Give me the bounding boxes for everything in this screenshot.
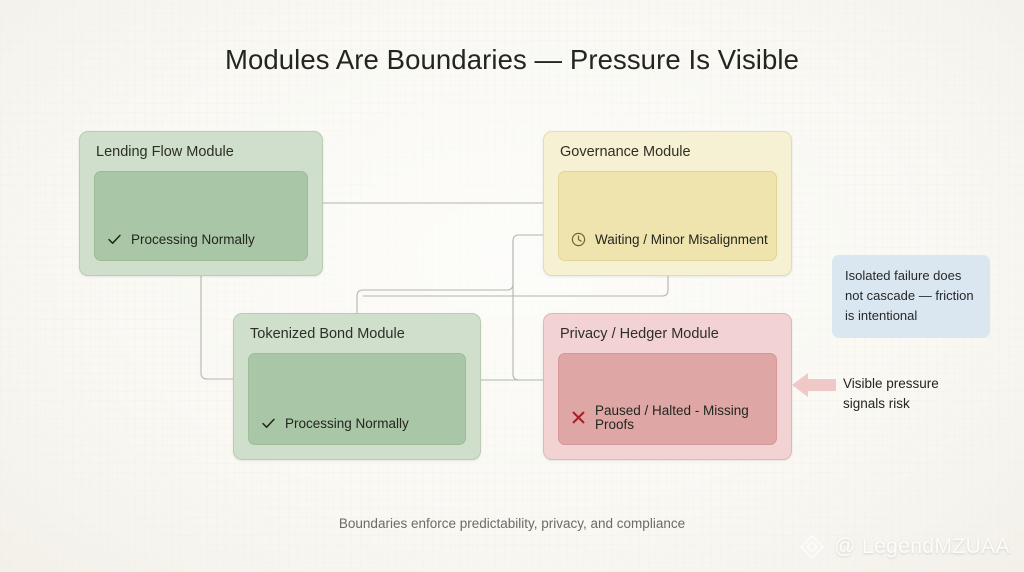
wire-bond-governance [356, 234, 544, 314]
check-icon [107, 232, 122, 247]
footer-caption: Boundaries enforce predictability, priva… [338, 516, 686, 531]
status-badge: Processing Normally [107, 232, 255, 247]
diamond-logo-icon [799, 534, 825, 560]
annotation-visible-pressure: Visible pressure signals risk [843, 376, 939, 411]
module-panel: Paused / Halted - Missing Proofs [558, 352, 777, 445]
module-title: Governance Module [560, 144, 691, 160]
cross-icon [571, 410, 586, 425]
status-label: Processing Normally [285, 415, 409, 431]
check-icon [261, 416, 276, 431]
status-badge: Paused / Halted - Missing Proofs [571, 404, 776, 431]
wire-governance-down [362, 275, 669, 297]
module-panel: Processing Normally [248, 352, 466, 445]
module-title: Lending Flow Module [96, 144, 234, 160]
module-governance[interactable]: Governance Module Waiting / Minor Misali… [543, 131, 792, 276]
status-badge: Processing Normally [261, 416, 409, 431]
clock-icon [571, 232, 586, 247]
module-title: Tokenized Bond Module [250, 326, 405, 342]
wire-lending-bond [200, 275, 234, 380]
module-panel: Waiting / Minor Misalignment [558, 170, 777, 261]
module-lending-flow[interactable]: Lending Flow Module Processing Normally [79, 131, 323, 276]
module-panel: Processing Normally [94, 170, 308, 261]
module-tokenized-bond[interactable]: Tokenized Bond Module Processing Normall… [233, 313, 481, 460]
callout-isolated-failure: Isolated failure does not cascade — fric… [832, 255, 990, 338]
watermark-handle: @ LegendMZUAA [834, 535, 1010, 558]
module-privacy-hedger[interactable]: Privacy / Hedger Module Paused / Halted … [543, 313, 792, 460]
left-arrow-icon [790, 372, 838, 403]
wire-trunk-privacy [512, 240, 544, 381]
watermark: @ LegendMZUAA [799, 534, 1010, 560]
status-label: Paused / Halted - Missing Proofs [595, 403, 749, 432]
module-title: Privacy / Hedger Module [560, 326, 719, 342]
status-label: Waiting / Minor Misalignment [595, 231, 768, 247]
status-badge: Waiting / Minor Misalignment [571, 232, 768, 247]
status-label: Processing Normally [131, 231, 255, 247]
